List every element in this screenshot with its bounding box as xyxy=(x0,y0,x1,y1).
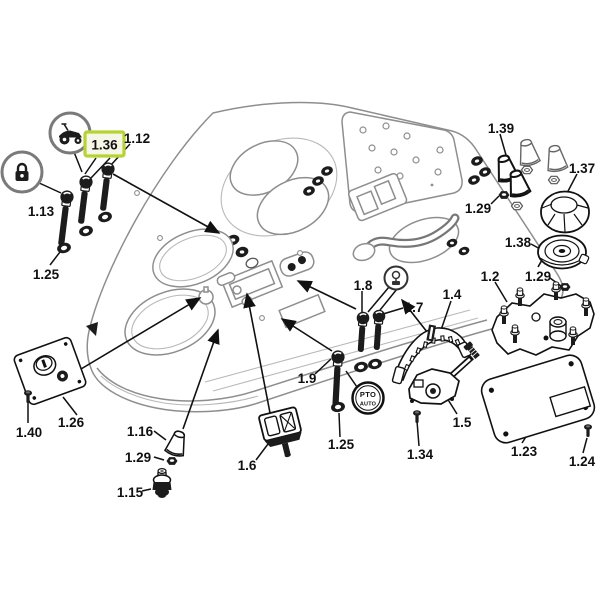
nut-light-b xyxy=(547,175,561,185)
key-hole-notch xyxy=(203,286,209,293)
highlighted-label-box[interactable] xyxy=(83,130,126,158)
pto-badge-line2: AUTO xyxy=(360,402,377,408)
part-label-1-2[interactable]: 1.2 xyxy=(481,269,500,284)
part-label-1-38[interactable]: 1.38 xyxy=(505,235,532,250)
part-label-1-13[interactable]: 1.13 xyxy=(28,204,55,219)
lever-assembly-1-5 xyxy=(408,341,480,405)
part-label-1-6[interactable]: 1.6 xyxy=(238,458,257,473)
pto-badge-line1: PTO xyxy=(360,390,376,399)
part-label-1-37[interactable]: 1.37 xyxy=(569,161,595,176)
part-label-1-39[interactable]: 1.39 xyxy=(488,121,514,136)
grommet-row-right xyxy=(468,156,491,185)
part-label-1-8[interactable]: 1.8 xyxy=(354,278,373,293)
part-label-1-40[interactable]: 1.40 xyxy=(16,425,42,440)
part-label-1-4[interactable]: 1.4 xyxy=(443,287,462,302)
console-ridge-1 xyxy=(204,309,471,383)
arrow-to-mid-grommets xyxy=(112,173,221,234)
grommet-row-left xyxy=(303,166,333,196)
panel-screw-holes xyxy=(359,122,444,187)
washer-mid xyxy=(77,224,95,238)
bolt-1-13 xyxy=(53,188,76,248)
screw-1-24 xyxy=(584,424,592,437)
arrow-from-bolt-19 xyxy=(280,318,333,352)
console-rim-line-2 xyxy=(100,375,259,406)
part-label-1-25-center[interactable]: 1.25 xyxy=(328,437,355,452)
console-rim-line xyxy=(96,319,488,402)
part-label-1-7[interactable]: 1.7 xyxy=(405,300,424,315)
washer-right xyxy=(96,210,114,224)
part-label-1-26[interactable]: 1.26 xyxy=(58,415,85,430)
nut-light-a xyxy=(520,165,534,175)
part-label-1-24[interactable]: 1.24 xyxy=(569,454,596,469)
console-handle-inner xyxy=(363,215,458,255)
part-label-1-29-right[interactable]: 1.29 xyxy=(525,269,551,284)
console-dots xyxy=(134,190,303,321)
nut-1-29-bottom xyxy=(166,457,178,465)
part-label-1-29-bottom[interactable]: 1.29 xyxy=(125,450,151,465)
arrow-to-key-hole xyxy=(75,297,202,373)
part-labels: 1.36 1.12 1.13 1.25 1.39 1.37 1.29 1.38 … xyxy=(16,121,596,500)
knob-1-16 xyxy=(163,428,191,459)
tractor-icon xyxy=(48,111,92,155)
bolt-1-36 xyxy=(73,173,95,226)
parts-artwork: PTO AUTO xyxy=(0,111,596,498)
ignition-plate-1-26 xyxy=(13,336,87,406)
part-label-1-25-left[interactable]: 1.25 xyxy=(33,267,60,282)
ignition-switch-1-15 xyxy=(152,468,172,498)
lever-pin-icon xyxy=(383,265,409,291)
cap-1-38 xyxy=(537,234,590,270)
arrow-from-bolt-18 xyxy=(296,280,357,310)
part-label-1-5[interactable]: 1.5 xyxy=(453,415,472,430)
speaker-opening-1-inner xyxy=(159,234,227,282)
console-display xyxy=(347,172,408,222)
part-label-1-12[interactable]: 1.12 xyxy=(124,131,150,146)
part-label-1-15[interactable]: 1.15 xyxy=(117,485,144,500)
screw-1-34 xyxy=(413,410,421,423)
knob-1-39-c xyxy=(514,136,542,168)
arrow-from-knob xyxy=(182,328,220,430)
speaker-opening-2-inner xyxy=(131,294,209,350)
mid-grommets xyxy=(226,234,259,269)
knob-1-37 xyxy=(540,190,590,234)
speaker-opening-1 xyxy=(152,228,234,288)
panel-1-23 xyxy=(480,354,596,444)
part-label-1-9[interactable]: 1.9 xyxy=(298,371,317,386)
handle-pivot xyxy=(352,242,376,262)
padlock-icon xyxy=(0,150,44,194)
assembly-1-2 xyxy=(491,281,595,356)
knob-1-39-d xyxy=(543,143,569,174)
console-left-mark xyxy=(86,322,98,336)
rocker-switch-1-6 xyxy=(258,406,302,458)
part-label-1-16[interactable]: 1.16 xyxy=(127,424,154,439)
nut-light-c xyxy=(510,201,524,211)
pointer-arrows xyxy=(75,173,432,430)
part-label-1-34[interactable]: 1.34 xyxy=(407,447,434,462)
part-label-1-36[interactable]: 1.36 xyxy=(91,138,118,153)
rack-1-4 xyxy=(391,324,472,385)
part-label-1-29-top[interactable]: 1.29 xyxy=(465,201,491,216)
arrow-from-rocker xyxy=(243,292,272,419)
switch-recess xyxy=(279,251,315,277)
pto-auto-badge: PTO AUTO xyxy=(351,381,385,415)
part-label-1-23[interactable]: 1.23 xyxy=(511,444,538,459)
handle-grommets xyxy=(446,238,470,256)
